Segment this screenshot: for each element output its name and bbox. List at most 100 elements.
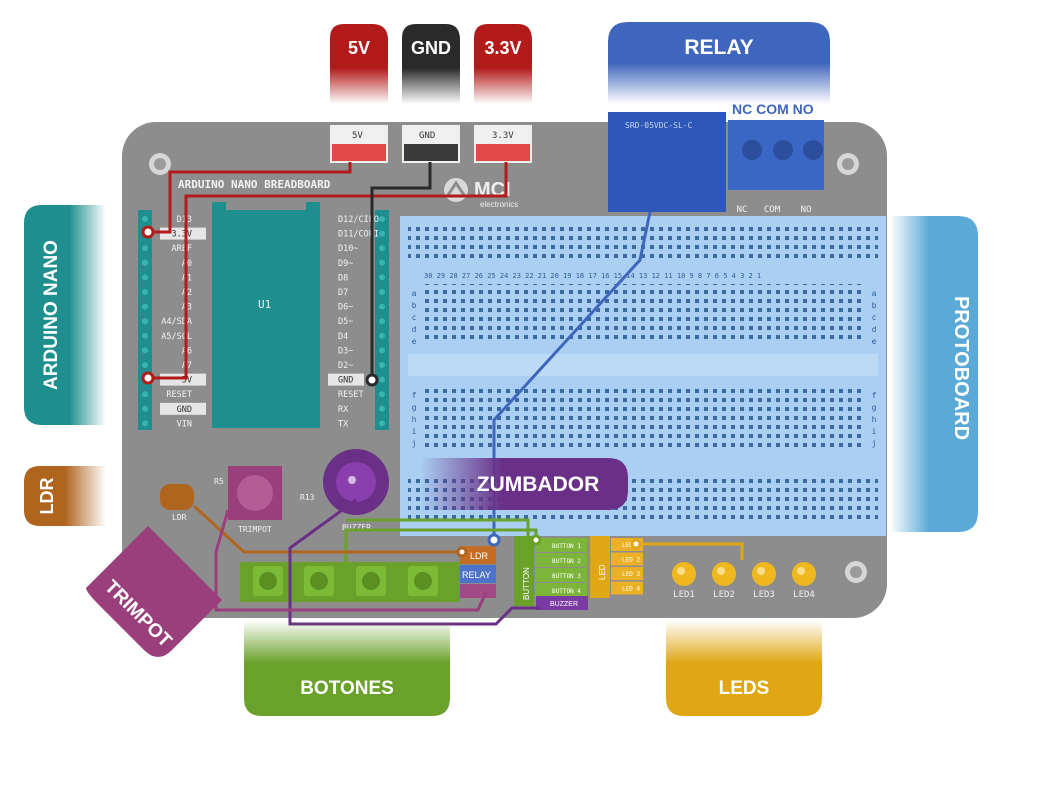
- silk-buzzer: BUZZER: [342, 523, 371, 532]
- wire-leds: [630, 538, 744, 560]
- breadboard-row-letter: g: [412, 403, 417, 412]
- pin-pad: [379, 216, 385, 222]
- pin-label-left: RESET: [166, 390, 192, 400]
- breadboard-row-letter: a: [872, 289, 877, 298]
- pin-pad: [142, 332, 148, 339]
- breadboard-row-letter: f: [872, 391, 877, 400]
- tag-5v: 5V: [330, 24, 388, 104]
- pin-highlight: [328, 373, 364, 386]
- pin-pad: [142, 259, 148, 266]
- pin-label-left: A5/SCL: [161, 332, 192, 342]
- pin-pad: [379, 347, 385, 354]
- tag-trimpot-shape: TRIMPOT: [86, 526, 222, 657]
- pin-label-right: D3~: [338, 346, 353, 356]
- led-row-label: LED 3: [622, 571, 640, 578]
- connector-trimpot: [460, 584, 496, 598]
- pin-pad: [379, 405, 385, 412]
- breadboard-row-letter: f: [412, 391, 417, 400]
- pin-pad: [142, 318, 148, 325]
- svg-text:3.3V: 3.3V: [484, 38, 521, 58]
- button-row-label: BUTTON 1: [552, 543, 581, 550]
- svg-text:LEDS: LEDS: [719, 678, 770, 699]
- pin-label-left: 5V: [182, 376, 192, 386]
- led-label: LED3: [753, 590, 775, 600]
- led-row: [611, 581, 643, 595]
- buzzer-component: [323, 449, 389, 515]
- pin-label-right: D5~: [338, 317, 353, 327]
- tag-gnd: GND: [402, 24, 460, 104]
- breadboard-row-letter: j: [872, 439, 877, 448]
- pin-pad: [379, 303, 385, 310]
- tag-3v3: 3.3V: [474, 24, 532, 104]
- screw-icon: [149, 153, 171, 175]
- breadboard-row-letter: e: [412, 337, 417, 346]
- svg-text:5V: 5V: [348, 38, 370, 58]
- led-label: LED2: [713, 590, 735, 600]
- pin-pad: [142, 274, 148, 281]
- breadboard-row-letter: i: [412, 427, 417, 436]
- svg-text:GND: GND: [419, 131, 435, 141]
- pin-pad: [379, 230, 385, 237]
- svg-text:5V: 5V: [352, 131, 363, 141]
- header-5v: 5V: [330, 125, 388, 163]
- pin-label-left: VIN: [177, 419, 192, 429]
- tag-nc-com-no: NC COM NO: [732, 101, 814, 117]
- relay-terminal-label: NO: [801, 205, 812, 215]
- pin-pad: [379, 332, 385, 339]
- tag-arduino-nano: ARDUINO NANO: [24, 205, 106, 425]
- silk-r5: R5: [214, 477, 224, 486]
- tag-ldr: LDR: [24, 466, 106, 526]
- svg-text:RELAY: RELAY: [462, 570, 491, 580]
- pin-label-left: D13: [177, 215, 192, 225]
- pin-pad: [379, 259, 385, 266]
- led-light: [752, 562, 776, 586]
- svg-text:GND: GND: [411, 38, 451, 58]
- svg-text:electronics: electronics: [480, 200, 518, 209]
- pin-label-right: D10~: [338, 244, 358, 254]
- pin-pad: [379, 318, 385, 325]
- pin-label-right: RX: [338, 405, 349, 415]
- silk-r13: R13: [300, 493, 315, 502]
- wire-ldr: [192, 504, 468, 558]
- pin-label-right: D8: [338, 273, 348, 283]
- button-row: [535, 583, 587, 597]
- pin-label-right: RESET: [338, 390, 364, 400]
- pin-pad: [142, 405, 148, 412]
- button-row-label: BUTTON 3: [552, 573, 581, 580]
- button-row: [535, 568, 587, 582]
- connector-ldr: LDR: [460, 546, 496, 564]
- pin-pad: [379, 391, 385, 398]
- svg-text:LDR: LDR: [470, 551, 489, 561]
- pin-pad: [142, 289, 148, 295]
- pin-label-left: GND: [177, 405, 192, 415]
- led-row: [611, 567, 643, 580]
- led-light: [712, 562, 736, 586]
- tag-protoboard: PROTOBOARD: [890, 216, 978, 532]
- tag-botones: BOTONES: [244, 620, 450, 716]
- pin-label-right: D2~: [338, 361, 353, 371]
- pin-pad: [379, 289, 385, 295]
- svg-text:RELAY: RELAY: [684, 36, 753, 59]
- led-label: LED4: [793, 590, 815, 600]
- pin-pad: [142, 362, 148, 368]
- pin-pad: [379, 245, 385, 252]
- breadboard-column-numbers: 30 29 28 27 26 25 24 23 22 21 20 19 18 1…: [424, 272, 761, 280]
- breadboard-row-letter: h: [872, 415, 877, 424]
- pin-label-left: 3.3V: [172, 230, 192, 240]
- led-row-label: LED 2: [622, 557, 640, 564]
- relay-terminal-label: NC: [737, 205, 748, 215]
- led-highlight: [677, 567, 685, 575]
- pin-label-right: D12/CIPO: [338, 215, 379, 225]
- silk-trimpot: TRIMPOT: [238, 525, 272, 534]
- breadboard-row-letter: h: [412, 415, 417, 424]
- screw-icon: [837, 153, 859, 175]
- button-row-label: BUTTON 4: [552, 588, 581, 595]
- pin-pad: [142, 420, 148, 427]
- svg-text:LED: LED: [598, 564, 607, 580]
- breadboard-row-letter: c: [412, 313, 417, 322]
- connector-buzzer: BUZZER: [536, 596, 588, 610]
- wire-gnd: [365, 162, 432, 387]
- pin-label-right: TX: [338, 419, 349, 429]
- button-row: [535, 553, 587, 567]
